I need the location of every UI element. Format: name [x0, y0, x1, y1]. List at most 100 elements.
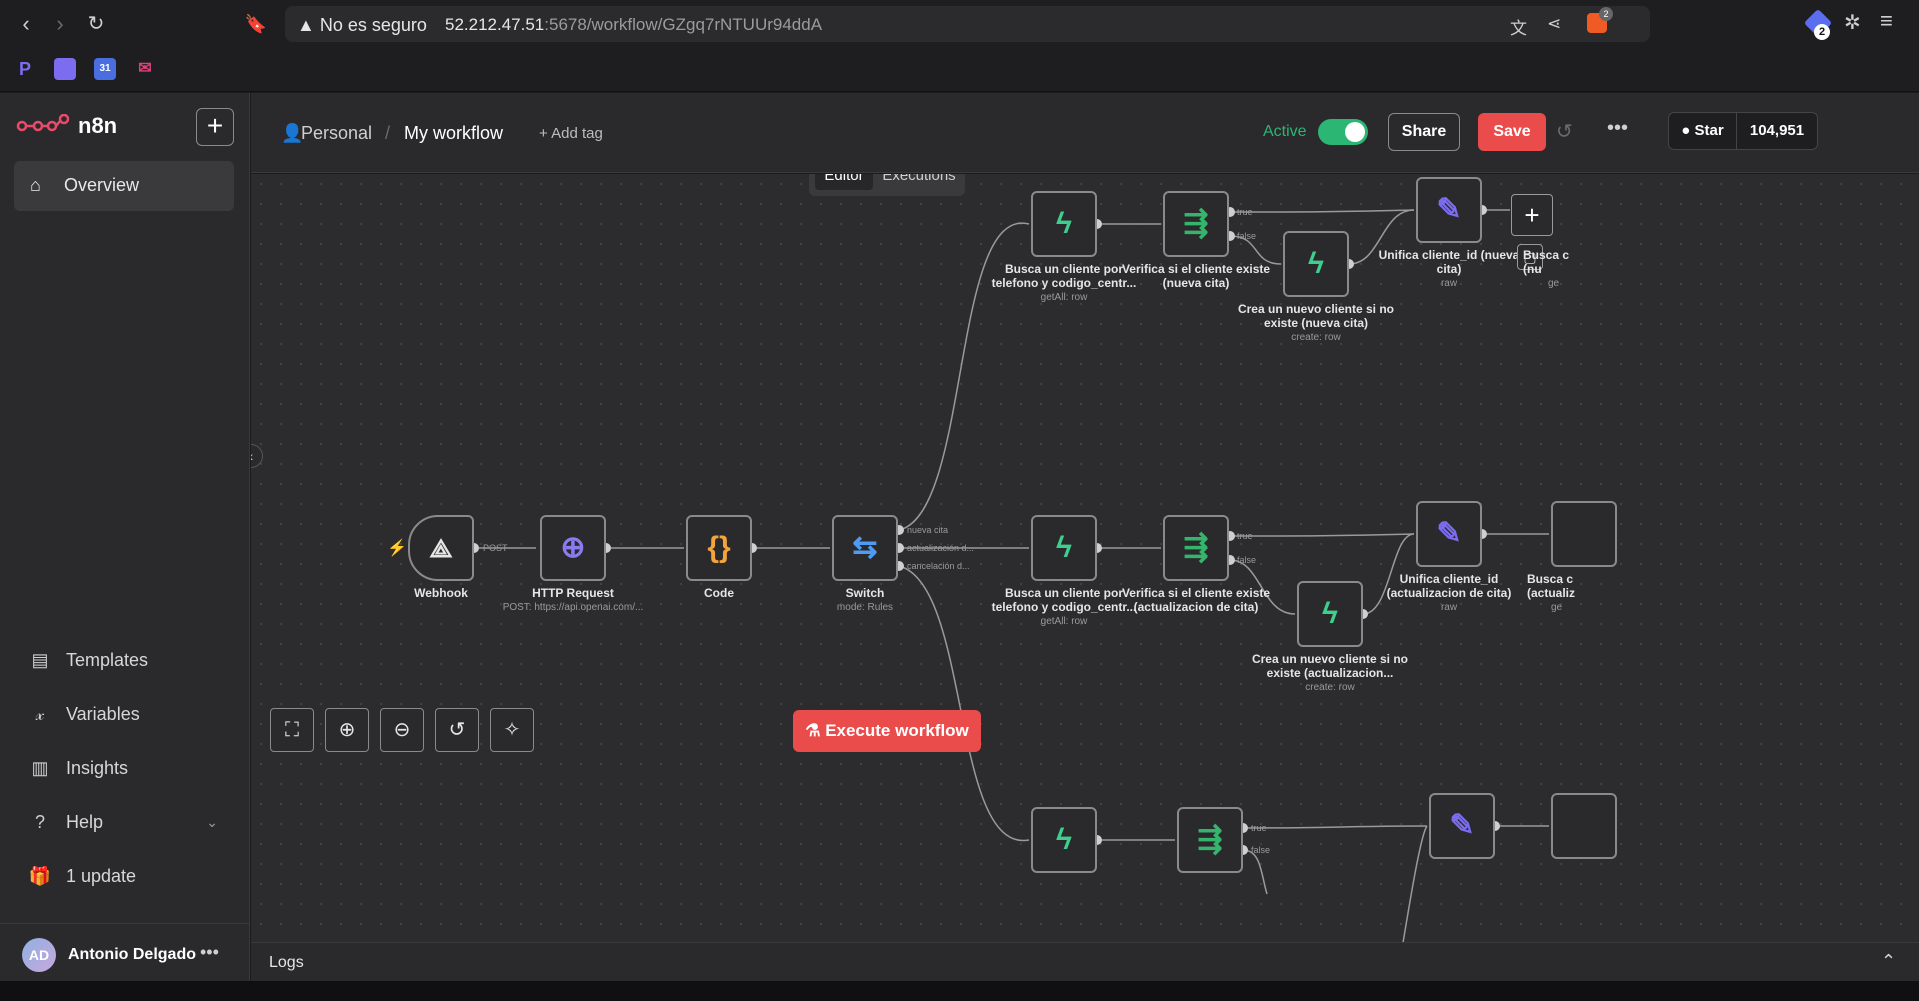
node-busca-cliente-2[interactable]: ϟ — [1031, 515, 1097, 581]
node-webhook[interactable]: ⟁ — [408, 515, 474, 581]
chevron-down-icon: ⌄ — [206, 813, 218, 830]
sidebar-item-label: Insights — [66, 757, 129, 778]
url-text[interactable]: 52.212.47.51:5678/workflow/GZgq7rNTUUr94… — [445, 15, 822, 35]
node-verifica-1[interactable]: ⇶ — [1163, 191, 1229, 257]
sidebar-item-overview[interactable]: ⌂ Overview — [14, 161, 234, 211]
bookmark-calendar-icon[interactable]: 31 — [94, 58, 116, 80]
save-button[interactable]: Save — [1478, 113, 1546, 151]
sidebar-item-templates[interactable]: ▤Templates — [28, 645, 148, 675]
node-code[interactable]: {} — [686, 515, 752, 581]
history-icon[interactable]: ↺ — [1556, 121, 1573, 143]
node-busca2-subtitle: getAll: row — [1040, 616, 1088, 627]
supabase-icon: ϟ — [1056, 531, 1072, 564]
node-http-label: HTTP Request — [532, 586, 614, 600]
reset-zoom-button[interactable]: ↺ — [435, 708, 479, 752]
github-star-button[interactable]: ● Star 104,951 — [1668, 112, 1818, 150]
os-taskbar — [0, 981, 1919, 1001]
node-busca1b-label: Busca c (nu — [1523, 248, 1570, 276]
bookmark-folder-icon[interactable] — [54, 58, 76, 80]
translate-icon[interactable]: 文 — [1510, 19, 1527, 38]
node-verifica-3[interactable]: ⇶ — [1177, 807, 1243, 873]
n8n-logo[interactable]: n8n — [16, 113, 117, 139]
brave-shields-icon[interactable]: 2 — [1587, 7, 1613, 33]
menu-icon[interactable]: ≡ — [1880, 8, 1893, 33]
node-switch[interactable]: ⇆ — [832, 515, 898, 581]
node-verifica1-label: Verifica si el cliente existe (nueva cit… — [1121, 262, 1271, 290]
node-unifica-1[interactable]: ✎ — [1416, 177, 1482, 243]
add-node-button[interactable]: + — [1511, 194, 1553, 236]
user-more-button[interactable]: ••• — [200, 942, 219, 962]
node-busca2b-subtitle: ge — [1551, 602, 1563, 613]
sidebar-item-label: Variables — [66, 703, 140, 724]
sidebar-item-help[interactable]: ?Help⌄ — [28, 807, 218, 837]
tab-editor[interactable]: Editor — [815, 174, 873, 190]
node-crea-cliente-1[interactable]: ϟ — [1283, 231, 1349, 297]
execute-workflow-button[interactable]: ⚗ Execute workflow — [793, 710, 981, 752]
bookmark-icon[interactable]: 🔖 — [244, 14, 268, 34]
node-busca-2b[interactable] — [1551, 501, 1617, 567]
node-unifica-2[interactable]: ✎ — [1416, 501, 1482, 567]
add-button[interactable]: + — [196, 108, 234, 146]
node-unifica-3[interactable]: ✎ — [1429, 793, 1495, 859]
warning-icon[interactable]: ▲ No es seguro — [297, 15, 427, 35]
node-verifica-2[interactable]: ⇶ — [1163, 515, 1229, 581]
bookmark-mail-icon[interactable]: ✉ — [138, 60, 152, 77]
node-busca-cliente-1[interactable]: ϟ — [1031, 191, 1097, 257]
node-busca2b-label: Busca c (actualiz — [1527, 572, 1576, 600]
node-switch-label: Switch — [845, 586, 885, 600]
active-toggle[interactable] — [1318, 119, 1368, 145]
bookmark-p-icon[interactable]: P — [18, 59, 31, 79]
fit-view-button[interactable]: ⛶ — [270, 708, 314, 752]
supabase-icon: ϟ — [1322, 597, 1338, 630]
breadcrumb-project[interactable]: Personal — [301, 123, 373, 143]
node-crea1-label: Crea un nuevo cliente si no existe (nuev… — [1237, 302, 1395, 330]
node-busca2-label: Busca un cliente por telefono y codigo_c… — [991, 586, 1137, 614]
edit-pencil-icon: ✎ — [1449, 809, 1475, 842]
workflow-name[interactable]: My workflow — [404, 123, 504, 143]
url-host: 52.212.47.51 — [445, 15, 545, 34]
user-menu[interactable]: AD Antonio Delgado ••• — [0, 923, 250, 981]
node-unifica2-subtitle: raw — [1440, 602, 1458, 613]
templates-icon: ▤ — [31, 649, 49, 670]
sticky-note-icon[interactable]: ▢ — [1517, 244, 1543, 270]
node-switch-subtitle: mode: Rules — [836, 602, 894, 613]
node-crea-cliente-2[interactable]: ϟ — [1297, 581, 1363, 647]
zoom-in-button[interactable]: ⊕ — [325, 708, 369, 752]
supabase-icon: ϟ — [1308, 247, 1324, 280]
extensions-icon[interactable]: ✲ — [1844, 12, 1861, 34]
reload-icon[interactable]: ↻ — [87, 13, 105, 35]
gift-icon: 🎁 — [28, 865, 52, 886]
logs-panel[interactable]: Logs ⌃ — [251, 942, 1919, 982]
add-tag-button[interactable]: + Add tag — [539, 125, 603, 142]
more-options-button[interactable]: ••• — [1607, 117, 1629, 139]
forward-icon[interactable]: › — [56, 11, 64, 36]
zoom-out-button[interactable]: ⊖ — [380, 708, 424, 752]
flask-icon: ⚗ — [805, 721, 821, 740]
sidebar-item-insights[interactable]: ▥Insights — [28, 753, 128, 783]
share-icon[interactable]: ⋖ — [1547, 14, 1562, 33]
verifica1-false-label: false — [1237, 231, 1257, 241]
node-http-subtitle: POST: https://api.openai.com/... — [502, 602, 644, 613]
github-icon: ● — [1681, 122, 1691, 139]
sidebar-item-update[interactable]: 🎁 1 update — [28, 861, 136, 891]
tidy-up-button[interactable]: ✧ — [490, 708, 534, 752]
sidebar-item-label: 1 update — [66, 865, 137, 886]
conn-crea1-unifica1 — [1348, 209, 1415, 265]
address-bar[interactable]: ▲ No es seguro 52.212.47.51:5678/workflo… — [285, 6, 1650, 42]
node-busca-3b[interactable] — [1551, 793, 1617, 859]
workflow-canvas[interactable]: Editor Executions ‹ ⚡ ⟁ Webhook POST ⊕ H… — [251, 174, 1919, 961]
node-crea1-subtitle: create: row — [1291, 332, 1341, 343]
user-icon: 👤 — [281, 123, 304, 143]
back-icon[interactable]: ‹ — [22, 11, 30, 36]
node-verifica2-label: Verifica si el cliente existe (actualiza… — [1121, 586, 1271, 614]
share-button[interactable]: Share — [1388, 113, 1460, 151]
tab-executions[interactable]: Executions — [882, 174, 956, 184]
node-busca-cliente-3[interactable]: ϟ — [1031, 807, 1097, 873]
chevron-up-icon[interactable]: ⌃ — [1881, 951, 1897, 971]
conn-crea3-unifica3 — [1399, 825, 1428, 961]
if-signpost-icon: ⇶ — [1183, 531, 1209, 564]
node-http-request[interactable]: ⊕ — [540, 515, 606, 581]
bookmarks-bar: P 31 ✉ — [0, 48, 1919, 92]
conn-verifica2-unifica2 — [1229, 533, 1415, 537]
